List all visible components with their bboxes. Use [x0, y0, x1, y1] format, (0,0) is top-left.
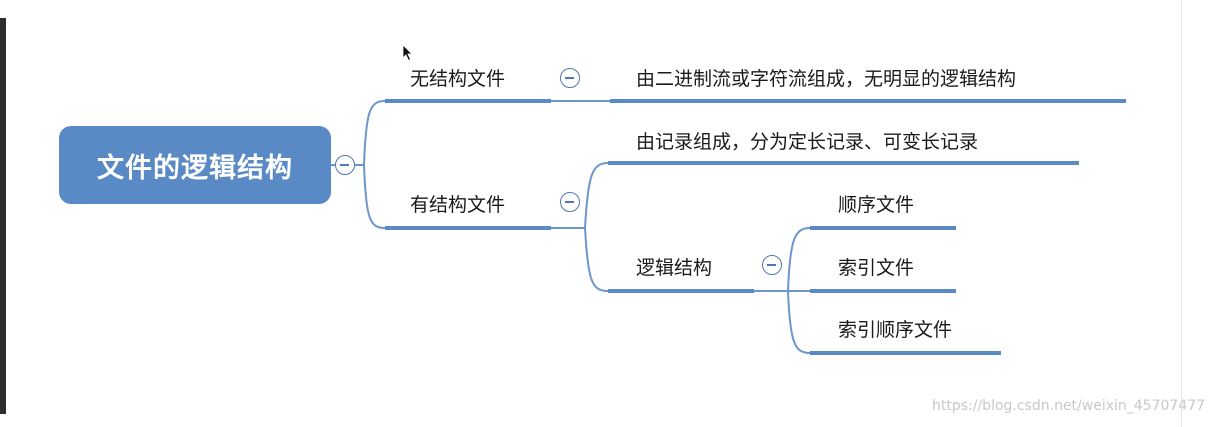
- minus-circle-icon[interactable]: [560, 68, 580, 88]
- canvas-divider: [1181, 0, 1182, 427]
- mouse-pointer-icon: [402, 44, 413, 62]
- connector-structured: [363, 164, 386, 229]
- node-indexed-sequential-file[interactable]: 索引顺序文件: [838, 319, 953, 341]
- connector-record: [551, 162, 609, 229]
- root-node[interactable]: 文件的逻辑结构: [59, 126, 331, 204]
- minus-circle-icon[interactable]: [762, 255, 782, 275]
- node-unstructured-file[interactable]: 无结构文件: [410, 68, 506, 90]
- minus-circle-icon[interactable]: [335, 155, 355, 175]
- connector-logical: [584, 227, 609, 292]
- node-sequential-file[interactable]: 顺序文件: [838, 194, 915, 216]
- connector-indexed-sequential: [787, 290, 811, 354]
- node-logical-structure[interactable]: 逻辑结构: [636, 257, 713, 279]
- node-unstructured-description[interactable]: 由二进制流或字符流组成，无明显的逻辑结构: [636, 68, 1017, 90]
- connector-sequential: [787, 227, 811, 292]
- minus-circle-icon[interactable]: [560, 192, 580, 212]
- node-structured-file[interactable]: 有结构文件: [410, 194, 506, 216]
- connector-unstructured: [363, 100, 386, 166]
- node-record-description[interactable]: 由记录组成，分为定长记录、可变长记录: [636, 131, 979, 153]
- watermark: https://blog.csdn.net/weixin_45707477: [932, 398, 1206, 414]
- node-indexed-file[interactable]: 索引文件: [838, 257, 915, 279]
- window-edge: [0, 18, 6, 414]
